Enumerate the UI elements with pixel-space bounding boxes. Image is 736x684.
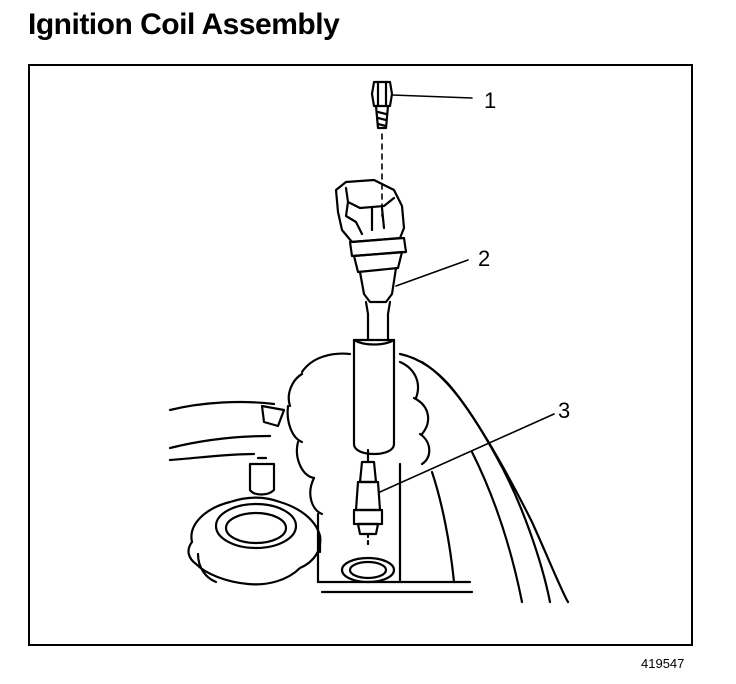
leader-line-2 [395, 259, 469, 287]
bolt-icon [370, 80, 394, 130]
spark-plug-icon [352, 448, 384, 550]
ignition-coil-diagram: 1 2 3 [168, 80, 570, 604]
leader-line-3 [379, 413, 555, 493]
ignition-coil-icon [334, 178, 408, 456]
figure-id: 419547 [641, 656, 685, 671]
page-title: Ignition Coil Assembly [28, 8, 340, 41]
oil-cap-icon [187, 496, 322, 586]
callout-3: 3 [558, 398, 570, 423]
callout-2: 2 [478, 246, 490, 271]
engine-cover-icon [168, 352, 570, 604]
diagram-frame: 1 2 3 [28, 64, 693, 646]
callout-1: 1 [484, 88, 496, 113]
leader-line-1 [391, 94, 473, 99]
